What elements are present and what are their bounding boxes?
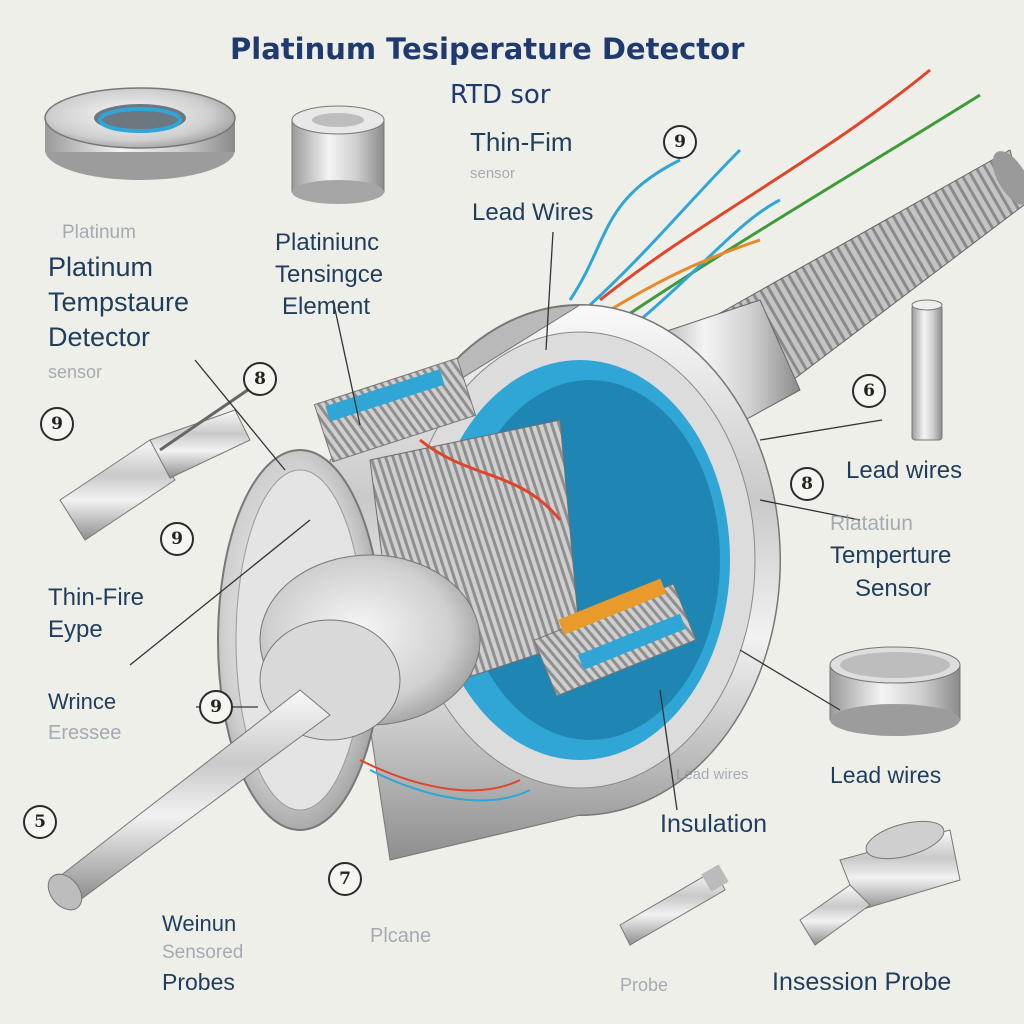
- callout-2: 8: [243, 362, 277, 396]
- small-cylinder: [291, 105, 385, 204]
- label-left-faint: Platinum: [62, 222, 136, 243]
- label-element-1: Platiniunc: [275, 229, 380, 256]
- label-bottom-faint-2: Probe: [620, 975, 669, 995]
- label-right-sensor-3: Sensor: [855, 575, 932, 602]
- callout-3: 9: [40, 407, 74, 441]
- label-bottom-faint: Plcane: [370, 925, 432, 947]
- label-bottom-2: Sensored: [162, 942, 244, 963]
- callout-4: 9: [160, 522, 194, 556]
- label-lead-wires-lower: Lead wires: [830, 762, 942, 788]
- title-line-2: RTD sor: [450, 80, 551, 110]
- label-left-sub: sensor: [48, 362, 103, 382]
- ring-component: [44, 87, 236, 180]
- label-wrince-1: Wrince: [48, 689, 117, 714]
- callout-7: 8: [790, 467, 824, 501]
- label-thin-fire-1: Thin-Fire: [48, 584, 145, 611]
- leader-lines: [129, 231, 883, 811]
- lead-wires: [568, 68, 981, 322]
- left-probe: [59, 383, 256, 541]
- label-element-3: Element: [282, 293, 371, 320]
- label-thin-fim-sub: sensor: [470, 165, 516, 182]
- probe-shaft: [47, 554, 531, 911]
- label-insulation: Insulation: [660, 810, 768, 838]
- label-insession-probe: Insession Probe: [772, 968, 952, 996]
- callout-5: 9: [199, 690, 233, 724]
- label-wrince-2: Eressee: [48, 722, 122, 744]
- callout-1: 9: [663, 125, 697, 159]
- label-lead-wires-top: Lead Wires: [472, 199, 594, 226]
- label-lead-wires-lower-faint: Lead wires: [676, 766, 749, 783]
- label-thin-fim: Thin-Fim: [470, 127, 573, 157]
- callout-8: 5: [23, 805, 57, 839]
- right-ring: [829, 646, 961, 736]
- callout-9: 7: [328, 862, 362, 896]
- label-thin-fire-2: Eype: [48, 616, 103, 643]
- label-right-sensor-1: Rlatatiun: [830, 512, 913, 535]
- title-line-1: Platinum Tesiperature Detector: [230, 32, 745, 66]
- label-bottom-1: Weinun: [162, 911, 237, 936]
- label-element-2: Tensingce: [275, 261, 384, 288]
- label-right-sensor-2: Temperture: [830, 542, 952, 569]
- sensor-housing: [217, 304, 781, 861]
- bottom-probe: [619, 864, 729, 946]
- label-left-main-2: Tempstaure: [48, 287, 190, 317]
- label-left-main-3: Detector: [48, 322, 151, 352]
- insession-probe: [799, 820, 961, 946]
- label-bottom-3: Probes: [162, 969, 235, 995]
- label-lead-wires-right: Lead wires: [846, 457, 963, 484]
- label-left-main-1: Platinum: [48, 252, 154, 282]
- right-tube: [911, 299, 943, 441]
- callout-6: 6: [852, 374, 886, 408]
